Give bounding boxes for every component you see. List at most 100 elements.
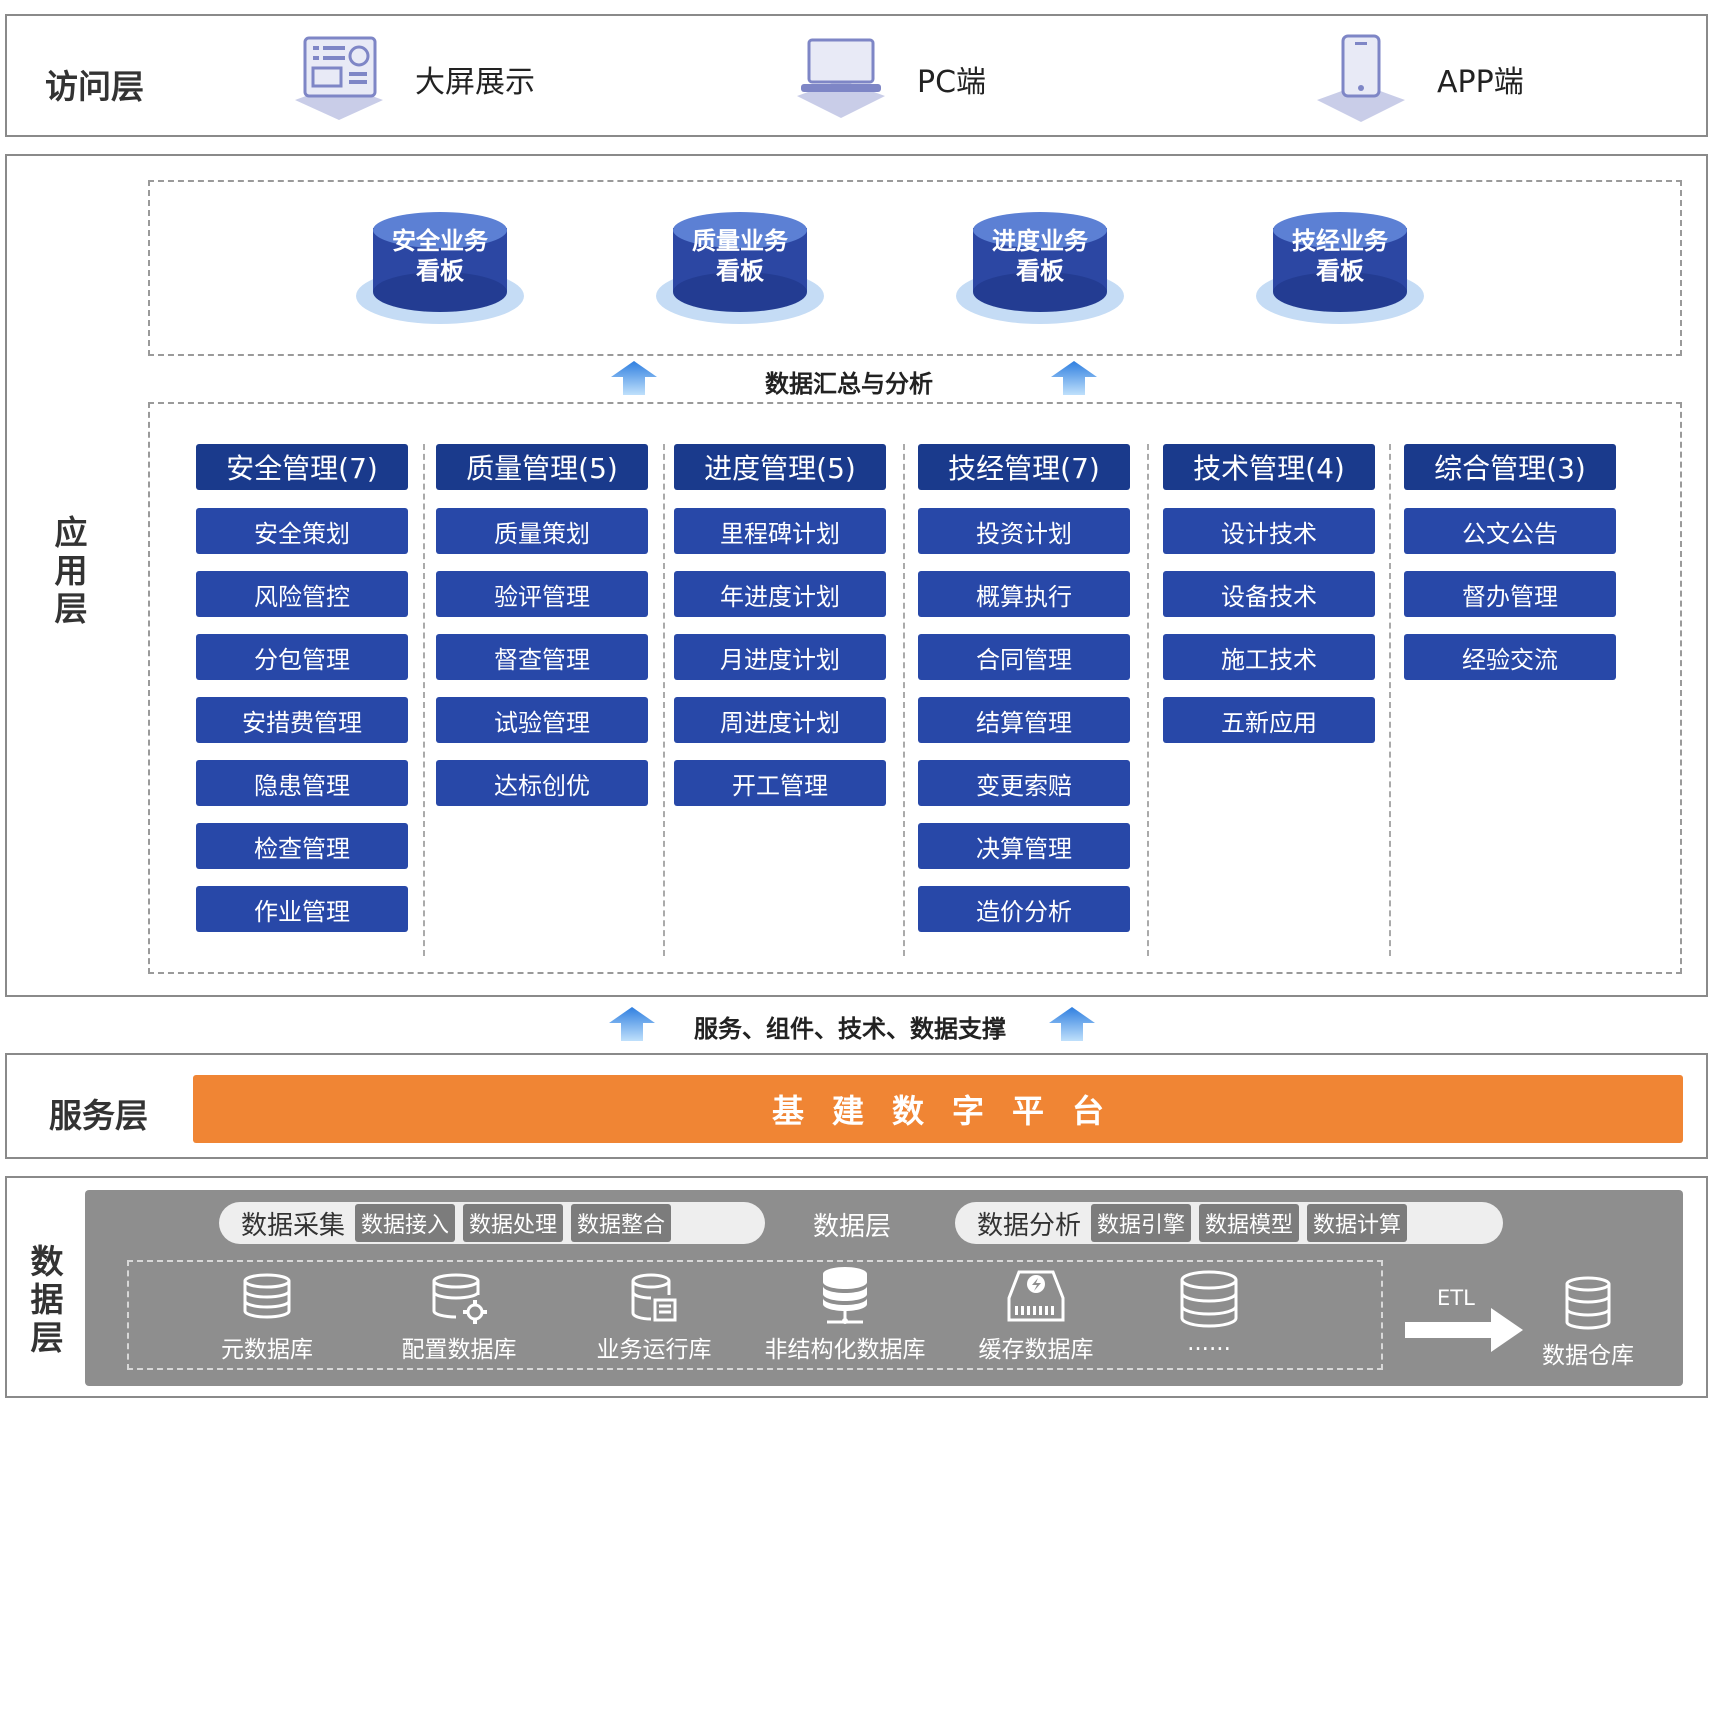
module-item[interactable]: 检查管理 xyxy=(196,823,408,869)
database-config[interactable]: 配置数据库 xyxy=(379,1272,539,1364)
phone-icon xyxy=(1317,34,1405,122)
application-layer-label: 应 用 层 xyxy=(54,513,88,628)
database-doc-icon xyxy=(631,1273,677,1322)
module-item[interactable]: 五新应用 xyxy=(1163,697,1375,743)
cache-drive-icon xyxy=(1007,1270,1065,1322)
data-chip[interactable]: 数据整合 xyxy=(571,1204,672,1242)
module-item[interactable]: 设计技术 xyxy=(1163,508,1375,554)
service-layer-label: 服务层 xyxy=(49,1096,148,1135)
module-item[interactable]: 月进度计划 xyxy=(674,634,886,680)
module-item[interactable]: 开工管理 xyxy=(674,760,886,806)
column-title-safety[interactable]: 安全管理(7) xyxy=(196,444,408,490)
cylinder-icon xyxy=(956,212,1124,324)
database-meta[interactable]: 元数据库 xyxy=(197,1272,337,1364)
application-layer: 应 用 层 安全业务 看板 质量业务 xyxy=(5,154,1708,997)
database-label: 元数据库 xyxy=(221,1337,313,1363)
module-item[interactable]: 概算执行 xyxy=(918,571,1130,617)
column-divider xyxy=(1389,444,1391,956)
access-item-dashboard[interactable]: 大屏展示 xyxy=(287,34,535,124)
module-item[interactable]: 周进度计划 xyxy=(674,697,886,743)
access-item-app[interactable]: APP端 xyxy=(1309,34,1524,124)
column-title-general[interactable]: 综合管理(3) xyxy=(1404,444,1616,490)
module-item[interactable]: 督办管理 xyxy=(1404,571,1616,617)
board-cost[interactable]: 技经业务 看板 xyxy=(1255,212,1430,342)
module-item[interactable]: 结算管理 xyxy=(918,697,1130,743)
access-layer-label: 访问层 xyxy=(45,67,144,106)
up-arrow-icon xyxy=(1049,1007,1095,1041)
data-analysis-pill: 数据分析 数据引擎 数据模型 数据计算 xyxy=(955,1202,1503,1244)
module-item[interactable]: 风险管控 xyxy=(196,571,408,617)
board-progress[interactable]: 进度业务 看板 xyxy=(955,212,1130,342)
module-item[interactable]: 隐患管理 xyxy=(196,760,408,806)
column-divider xyxy=(423,444,425,956)
cylinder-icon xyxy=(656,212,824,324)
support-text: 服务、组件、技术、数据支撑 xyxy=(694,1015,1006,1043)
module-item[interactable]: 经验交流 xyxy=(1404,634,1616,680)
column-divider xyxy=(1147,444,1149,956)
database-label: 配置数据库 xyxy=(401,1337,517,1363)
data-chip[interactable]: 数据接入 xyxy=(355,1204,456,1242)
data-chip[interactable]: 数据处理 xyxy=(463,1204,564,1242)
column-title-tech[interactable]: 技术管理(4) xyxy=(1163,444,1375,490)
data-panel: 数据采集 数据接入 数据处理 数据整合 数据层 数据分析 数据引擎 数据模型 数… xyxy=(85,1190,1683,1386)
module-item[interactable]: 分包管理 xyxy=(196,634,408,680)
warehouse-label: 数据仓库 xyxy=(1542,1343,1634,1369)
data-layer-label: 数 据 层 xyxy=(30,1242,64,1357)
column-divider xyxy=(663,444,665,956)
module-item[interactable]: 造价分析 xyxy=(918,886,1130,932)
database-label: 非结构化数据库 xyxy=(764,1337,926,1363)
data-chip[interactable]: 数据引擎 xyxy=(1091,1204,1192,1242)
board-progress-text: 进度业务 看板 xyxy=(992,227,1088,285)
module-item[interactable]: 质量策划 xyxy=(436,508,648,554)
module-item[interactable]: 设备技术 xyxy=(1163,571,1375,617)
module-item[interactable]: 达标创优 xyxy=(436,760,648,806)
access-item-label: 大屏展示 xyxy=(415,65,535,100)
database-more[interactable]: ...... xyxy=(1159,1270,1259,1356)
up-arrow-icon xyxy=(609,1007,655,1041)
data-warehouse[interactable]: 数据仓库 xyxy=(1523,1276,1653,1370)
module-item[interactable]: 安全策划 xyxy=(196,508,408,554)
module-item[interactable]: 里程碑计划 xyxy=(674,508,886,554)
module-item[interactable]: 试验管理 xyxy=(436,697,648,743)
cylinder-icon xyxy=(356,212,524,324)
platform-bar[interactable]: 基建数字平台 xyxy=(193,1075,1683,1143)
module-item[interactable]: 作业管理 xyxy=(196,886,408,932)
data-chip[interactable]: 数据模型 xyxy=(1199,1204,1300,1242)
etl-label: ETL xyxy=(1437,1286,1475,1310)
column-divider xyxy=(903,444,905,956)
board-quality[interactable]: 质量业务 看板 xyxy=(655,212,830,342)
data-collection-title: 数据采集 xyxy=(241,1210,346,1241)
data-chip[interactable]: 数据计算 xyxy=(1307,1204,1408,1242)
module-item[interactable]: 年进度计划 xyxy=(674,571,886,617)
data-layer-title: 数据层 xyxy=(813,1212,892,1242)
database-label: 业务运行库 xyxy=(596,1337,712,1363)
module-item[interactable]: 决算管理 xyxy=(918,823,1130,869)
module-item[interactable]: 施工技术 xyxy=(1163,634,1375,680)
module-item[interactable]: 验评管理 xyxy=(436,571,648,617)
module-item[interactable]: 合同管理 xyxy=(918,634,1130,680)
database-cache[interactable]: 缓存数据库 xyxy=(951,1268,1121,1364)
service-layer: 服务层 基建数字平台 xyxy=(5,1053,1708,1159)
module-item[interactable]: 安措费管理 xyxy=(196,697,408,743)
board-safety[interactable]: 安全业务 看板 xyxy=(355,212,530,342)
access-item-pc[interactable]: PC端 xyxy=(789,34,986,124)
module-item[interactable]: 督查管理 xyxy=(436,634,648,680)
boards-panel: 安全业务 看板 质量业务 看板 进度业务 xyxy=(148,180,1682,356)
board-safety-text: 安全业务 看板 xyxy=(392,227,488,285)
board-cost-text: 技经业务 看板 xyxy=(1292,227,1388,285)
column-title-quality[interactable]: 质量管理(5) xyxy=(436,444,648,490)
warehouse-database-icon xyxy=(1565,1276,1611,1330)
cylinder-icon xyxy=(1256,212,1424,324)
module-item[interactable]: 投资计划 xyxy=(918,508,1130,554)
board-quality-text: 质量业务 看板 xyxy=(692,227,788,285)
module-item[interactable]: 变更索赔 xyxy=(918,760,1130,806)
database-label: 缓存数据库 xyxy=(978,1337,1094,1363)
database-business[interactable]: 业务运行库 xyxy=(574,1272,734,1364)
etl-arrow-icon xyxy=(1405,1308,1523,1352)
modules-panel: 安全管理(7) 安全策划 风险管控 分包管理 安措费管理 隐患管理 检查管理 作… xyxy=(148,402,1682,974)
module-item[interactable]: 公文公告 xyxy=(1404,508,1616,554)
data-analysis-title: 数据分析 xyxy=(977,1210,1082,1241)
database-unstructured[interactable]: 非结构化数据库 xyxy=(745,1266,945,1364)
column-title-cost[interactable]: 技经管理(7) xyxy=(918,444,1130,490)
column-title-progress[interactable]: 进度管理(5) xyxy=(674,444,886,490)
